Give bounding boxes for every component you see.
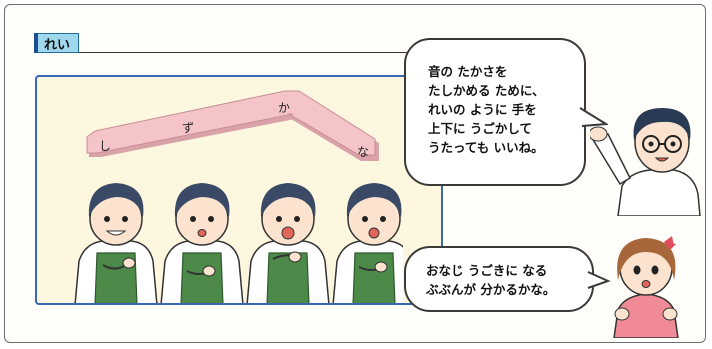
section-rule bbox=[79, 52, 442, 53]
teacher-speech-bubble: 音の たかさを たしかめる ために、 れいの ように 手を 上下に うごかして … bbox=[404, 38, 586, 186]
lyric-na: な bbox=[357, 145, 370, 159]
girl-bubble-text: おなじ うごきに なる ぶぶんが 分かるかな。 bbox=[426, 261, 555, 299]
teacher-pointing-illustration bbox=[590, 108, 701, 216]
melody-line-graphic bbox=[86, 90, 379, 161]
teacher-line: れいの ように 手を bbox=[428, 102, 537, 117]
lyric-zu: ず bbox=[182, 121, 195, 135]
example-panel: し ず か な bbox=[35, 75, 443, 305]
girl-speech-bubble: おなじ うごきに なる ぶぶんが 分かるかな。 bbox=[404, 246, 594, 312]
lyric-ka: か bbox=[278, 101, 291, 115]
girl-bubble-tail bbox=[586, 271, 611, 289]
girl-asking-illustration bbox=[613, 236, 679, 338]
singing-boys-illustration bbox=[74, 183, 403, 303]
girl-line: おなじ うごきに なる bbox=[426, 263, 548, 278]
teacher-line: 上下に うごかして bbox=[428, 121, 532, 136]
teacher-line: うたっても いいね。 bbox=[428, 140, 544, 155]
lyric-shi: し bbox=[99, 139, 112, 153]
teacher-bubble-tail bbox=[578, 107, 608, 127]
teacher-line: 音の たかさを bbox=[428, 64, 508, 79]
teacher-bubble-text: 音の たかさを たしかめる ために、 れいの ように 手を 上下に うごかして … bbox=[428, 62, 544, 157]
boy-singing-1 bbox=[74, 183, 158, 303]
teacher-line: たしかめる ために、 bbox=[428, 83, 545, 98]
section-tag: れい bbox=[34, 33, 79, 53]
boy-singing-2 bbox=[160, 183, 244, 303]
girl-line: ぶぶんが 分かるかな。 bbox=[426, 282, 556, 297]
boy-singing-3 bbox=[246, 183, 330, 303]
boy-singing-4 bbox=[332, 183, 403, 303]
